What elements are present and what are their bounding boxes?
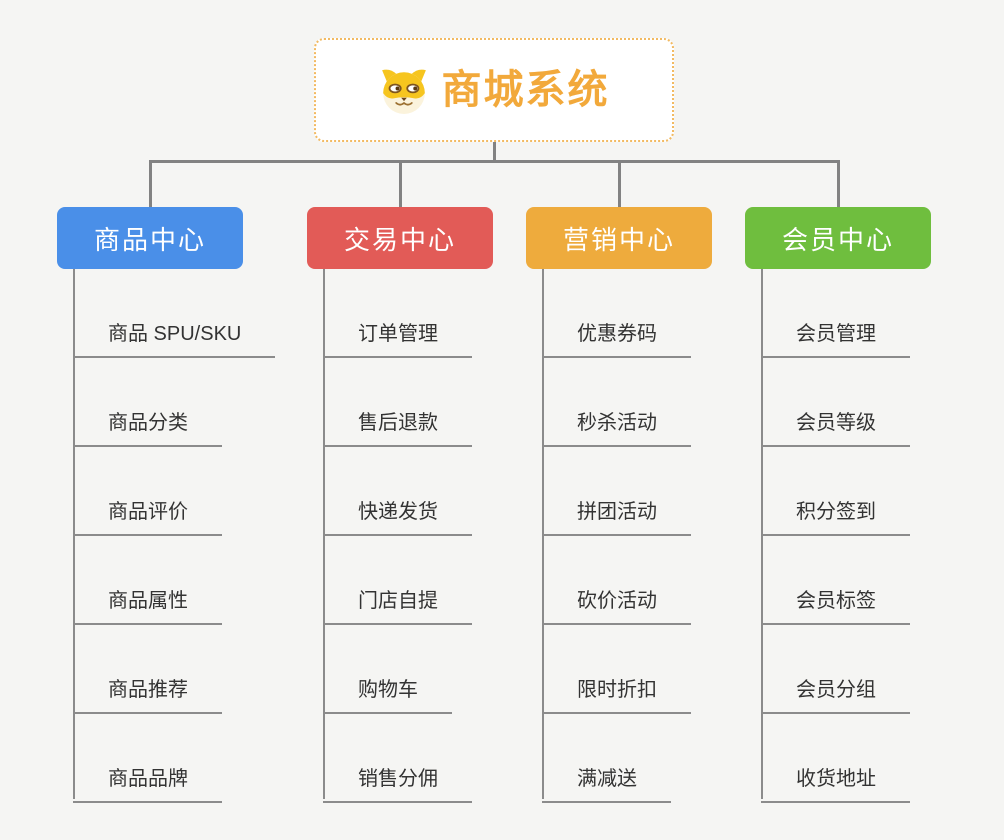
node-label: 销售分佣 — [323, 767, 472, 803]
node-label: 门店自提 — [323, 589, 472, 625]
mindmap-node[interactable]: 限时折扣 — [526, 625, 776, 714]
mindmap-node[interactable]: 门店自提 — [307, 536, 557, 625]
connector-spine — [323, 269, 325, 799]
node-label: 快递发货 — [323, 500, 472, 536]
node-label: 会员分组 — [761, 678, 910, 714]
node-label: 优惠券码 — [542, 322, 691, 358]
connector-spine — [542, 269, 544, 799]
mindmap-node[interactable]: 会员等级 — [745, 358, 995, 447]
branch-column-product-center: 商品中心 商品 SPU/SKU 商品分类 商品评价 商品属性 商品推荐 商品品牌 — [57, 207, 307, 803]
dog-face-icon — [381, 69, 426, 114]
mindmap-node[interactable]: 积分签到 — [745, 447, 995, 536]
node-label: 满减送 — [542, 767, 671, 803]
node-label: 商品推荐 — [73, 678, 222, 714]
connector-drop-trade — [399, 160, 402, 207]
node-label: 商品品牌 — [73, 767, 222, 803]
node-label: 购物车 — [323, 678, 452, 714]
node-label: 会员等级 — [761, 411, 910, 447]
mindmap-node[interactable]: 优惠券码 — [526, 269, 776, 358]
mindmap-node[interactable]: 商品分类 — [57, 358, 307, 447]
node-label: 商品 SPU/SKU — [73, 322, 276, 358]
branch-column-member-center: 会员中心 会员管理 会员等级 积分签到 会员标签 会员分组 收货地址 — [745, 207, 995, 803]
mindmap-node[interactable]: 收货地址 — [745, 714, 995, 803]
mindmap-node[interactable]: 商品 SPU/SKU — [57, 269, 307, 358]
mindmap-node[interactable]: 商品品牌 — [57, 714, 307, 803]
node-label: 收货地址 — [761, 767, 910, 803]
branch-node-product-center[interactable]: 商品中心 — [57, 207, 243, 269]
node-label: 秒杀活动 — [542, 411, 691, 447]
branch-node-trade-center[interactable]: 交易中心 — [307, 207, 493, 269]
branch-column-trade-center: 交易中心 订单管理 售后退款 快递发货 门店自提 购物车 销售分佣 — [307, 207, 557, 803]
root-node[interactable]: 商城系统 — [314, 38, 674, 142]
branch-column-marketing-center: 营销中心 优惠券码 秒杀活动 拼团活动 砍价活动 限时折扣 满减送 — [526, 207, 776, 803]
mindmap-node[interactable]: 订单管理 — [307, 269, 557, 358]
connector-drop-member — [837, 160, 840, 207]
connector-drop-marketing — [618, 160, 621, 207]
node-label: 商品分类 — [73, 411, 222, 447]
branch-node-marketing-center[interactable]: 营销中心 — [526, 207, 712, 269]
connector-root-stub — [493, 142, 496, 162]
node-label: 限时折扣 — [542, 678, 691, 714]
connector-horizontal — [149, 160, 840, 163]
mindmap-node[interactable]: 商品属性 — [57, 536, 307, 625]
connector-drop-product — [149, 160, 152, 207]
node-label: 订单管理 — [323, 322, 472, 358]
mindmap-node[interactable]: 砍价活动 — [526, 536, 776, 625]
branch-label: 商品中心 — [93, 224, 206, 255]
mindmap-node[interactable]: 满减送 — [526, 714, 776, 803]
node-label: 砍价活动 — [542, 589, 691, 625]
mindmap-node[interactable]: 销售分佣 — [307, 714, 557, 803]
node-label: 商品属性 — [73, 589, 222, 625]
mindmap-node[interactable]: 售后退款 — [307, 358, 557, 447]
node-label: 积分签到 — [761, 500, 910, 536]
node-label: 拼团活动 — [542, 500, 691, 536]
connector-spine — [73, 269, 75, 799]
mindmap-node[interactable]: 商品评价 — [57, 447, 307, 536]
connector-spine — [761, 269, 763, 799]
branch-label: 营销中心 — [562, 224, 675, 255]
node-label: 会员标签 — [761, 589, 910, 625]
node-label: 商品评价 — [73, 500, 222, 536]
mindmap-node[interactable]: 会员标签 — [745, 536, 995, 625]
mindmap-node[interactable]: 购物车 — [307, 625, 557, 714]
mindmap-node[interactable]: 秒杀活动 — [526, 358, 776, 447]
node-label: 会员管理 — [761, 322, 910, 358]
node-label: 售后退款 — [323, 411, 472, 447]
branch-label: 交易中心 — [343, 224, 456, 255]
mindmap-node[interactable]: 快递发货 — [307, 447, 557, 536]
branch-node-member-center[interactable]: 会员中心 — [745, 207, 931, 269]
mindmap-node[interactable]: 拼团活动 — [526, 447, 776, 536]
root-title: 商城系统 — [441, 68, 610, 112]
branch-label: 会员中心 — [781, 224, 894, 255]
mindmap-node[interactable]: 会员分组 — [745, 625, 995, 714]
mindmap-node[interactable]: 商品推荐 — [57, 625, 307, 714]
mindmap-node[interactable]: 会员管理 — [745, 269, 995, 358]
